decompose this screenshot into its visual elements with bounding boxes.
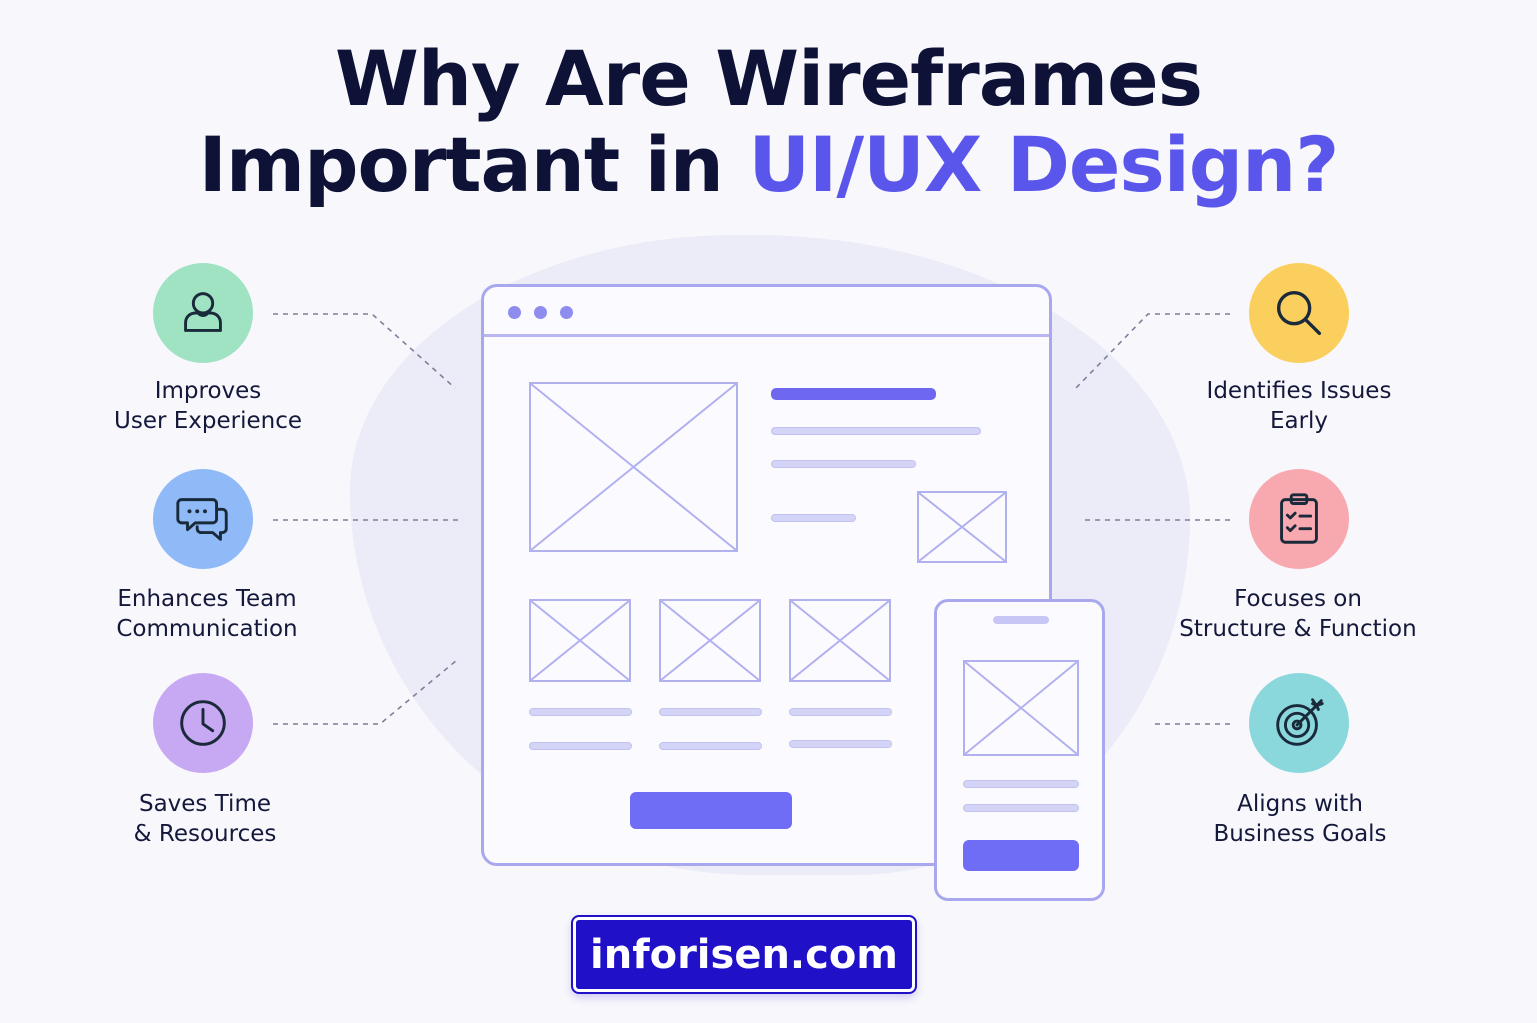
image-placeholder-card-3: [789, 599, 891, 682]
window-dot: [508, 306, 521, 319]
label-aligns-with-business-goals: Aligns with Business Goals: [1213, 791, 1387, 847]
window-dot: [560, 306, 573, 319]
text-line-placeholder: [771, 460, 916, 468]
title-line-2-accent: UI/UX Design?: [748, 120, 1339, 209]
magnifier-icon: [1249, 263, 1349, 363]
window-dot: [534, 306, 547, 319]
image-placeholder-hero: [529, 382, 738, 552]
label-focuses-on-structure-function: Focuses on Structure & Function: [1179, 586, 1417, 642]
browser-title-bar: [484, 287, 1049, 337]
page-title: Why Are Wireframes Important in UI/UX De…: [0, 36, 1537, 208]
image-placeholder-small: [917, 491, 1007, 563]
text-line-placeholder: [771, 427, 981, 435]
heading-line-placeholder: [771, 388, 936, 400]
text-line-placeholder: [529, 708, 632, 716]
button-placeholder: [963, 840, 1079, 871]
text-line-placeholder: [659, 708, 762, 716]
image-placeholder-mobile: [963, 660, 1079, 756]
text-line-placeholder: [789, 740, 892, 748]
text-line-placeholder: [529, 742, 632, 750]
clipboard-checklist-icon: [1249, 469, 1349, 569]
phone-wireframe: [934, 599, 1105, 901]
button-placeholder: [630, 792, 792, 829]
target-icon: [1249, 673, 1349, 773]
image-placeholder-card-2: [659, 599, 761, 682]
chat-bubbles-icon: [153, 469, 253, 569]
label-saves-time-resources: Saves Time & Resources: [133, 791, 277, 847]
text-line-placeholder: [659, 742, 762, 750]
label-improves-user-experience: Improves User Experience: [114, 378, 302, 434]
text-line-placeholder: [963, 780, 1079, 788]
title-line-1: Why Are Wireframes: [335, 34, 1203, 123]
title-line-2-prefix: Important in: [198, 120, 749, 209]
image-placeholder-card-1: [529, 599, 631, 682]
text-line-placeholder: [771, 514, 856, 522]
clock-icon: [153, 673, 253, 773]
text-line-placeholder: [963, 804, 1079, 812]
site-url-badge[interactable]: inforisen.com: [571, 915, 917, 994]
label-enhances-team-communication: Enhances Team Communication: [116, 586, 298, 642]
phone-speaker: [993, 616, 1049, 624]
label-identifies-issues-early: Identifies Issues Early: [1206, 378, 1392, 434]
user-icon: [153, 263, 253, 363]
text-line-placeholder: [789, 708, 892, 716]
